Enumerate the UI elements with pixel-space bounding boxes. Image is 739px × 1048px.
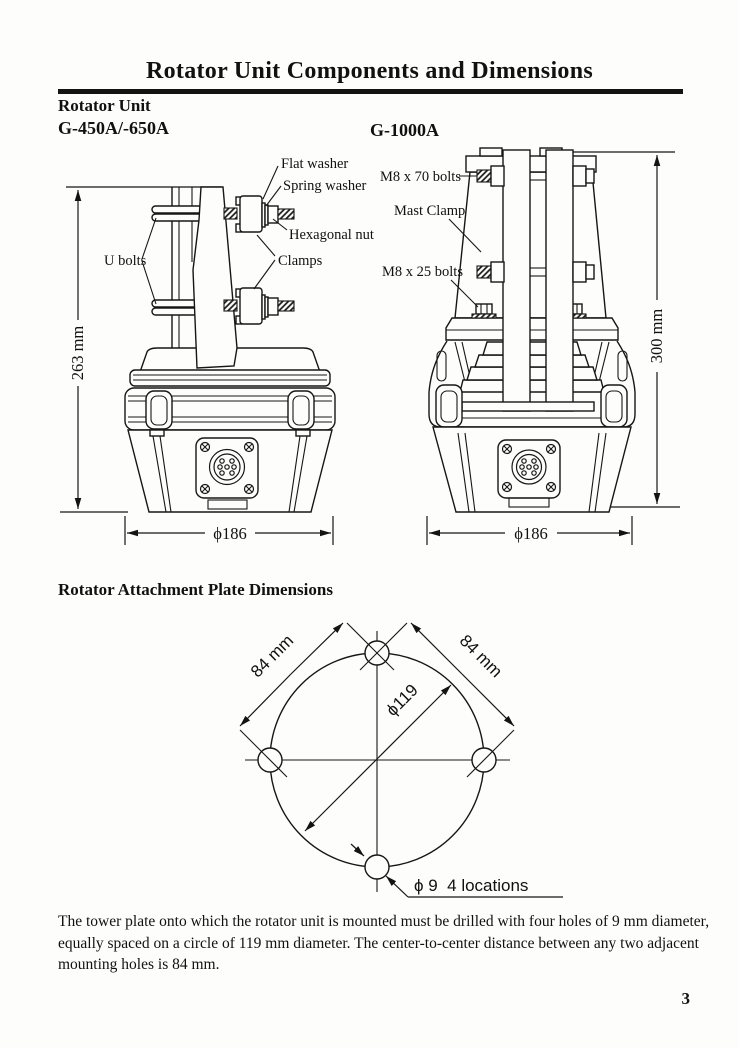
page-title: Rotator Unit Components and Dimensions [145,58,593,84]
mounting-holes [239,622,515,880]
hexagonal-nut-label: Hexagonal nut [289,227,374,243]
mast-channel-left [502,149,531,412]
model-label-g1000a: G-1000A [370,120,439,140]
clamp-assembly-top [223,195,295,233]
hole-note-label: ϕ 9 4 locations [414,876,528,895]
attachment-plate-diagram: 84 mm 84 mm ϕ119 ϕ 9 4 locations [239,622,563,898]
section-heading-rotator-unit: Rotator Unit [58,96,151,115]
din-connector-icon [208,448,246,486]
m8x70-bolt-bottom [476,261,595,283]
right-height-label: 300 mm [647,309,666,364]
paragraph-line: The tower plate onto which the rotator u… [58,913,710,930]
g1000a-diagram: 300 mm [380,147,680,545]
clamp-flange [445,303,619,341]
left-diameter-dimension: ϕ186 [124,516,334,545]
paragraph-line: mounting holes is 84 mm. [58,956,220,973]
left-callouts: Flat washer Spring washer Hexagonal nut … [104,156,374,305]
paragraph-line: equally spaced on a circle of 119 mm dia… [58,934,699,952]
clamps-label: Clamps [278,253,323,269]
left-connector-panel [195,437,259,510]
page-number: 3 [681,989,691,1008]
title-rule [58,89,683,94]
right-diameter-dimension: ϕ186 [426,516,633,545]
left-diameter-label: ϕ186 [213,524,246,543]
mast-clamp-label: Mast Clamp [394,203,465,219]
left-spacing-label: 84 mm [247,631,297,681]
spring-washer-label: Spring washer [283,178,367,194]
screw-icon [501,443,557,493]
right-callouts: M8 x 70 bolts Mast Clamp M8 x 25 bolts [380,169,482,308]
right-rotator-body [432,426,632,513]
right-diameter-label: ϕ186 [514,524,547,543]
left-rotator-body [124,347,336,513]
section-heading-plate: Rotator Attachment Plate Dimensions [58,580,333,599]
rim-band [428,384,636,428]
g450a-diagram: 263 mm [60,156,374,545]
flat-washer-label: Flat washer [281,156,348,172]
m8x25-bolts-label: M8 x 25 bolts [382,264,463,280]
u-bolts-label: U bolts [104,253,147,269]
left-height-dimension: 263 mm [60,186,222,513]
screw-icon [199,441,255,495]
bell-housing [428,340,636,393]
hole-note: ϕ 9 4 locations [350,843,563,898]
m8x70-bolts-label: M8 x 70 bolts [380,169,461,185]
left-height-label: 263 mm [68,326,87,381]
right-connector-panel [497,439,561,508]
model-label-g450a: G-450A/-650A [58,118,169,138]
bolt-circle-dimension: ϕ119 [304,680,452,832]
m8x70-bolt-top [476,165,595,187]
clamp-assembly-bottom [223,287,295,325]
instruction-paragraph: The tower plate onto which the rotator u… [58,911,718,976]
right-spacing-label: 84 mm [456,631,506,681]
din-connector-icon [511,449,547,485]
bolt-circle-label: ϕ119 [382,680,421,719]
mast-channel-right [545,149,574,412]
